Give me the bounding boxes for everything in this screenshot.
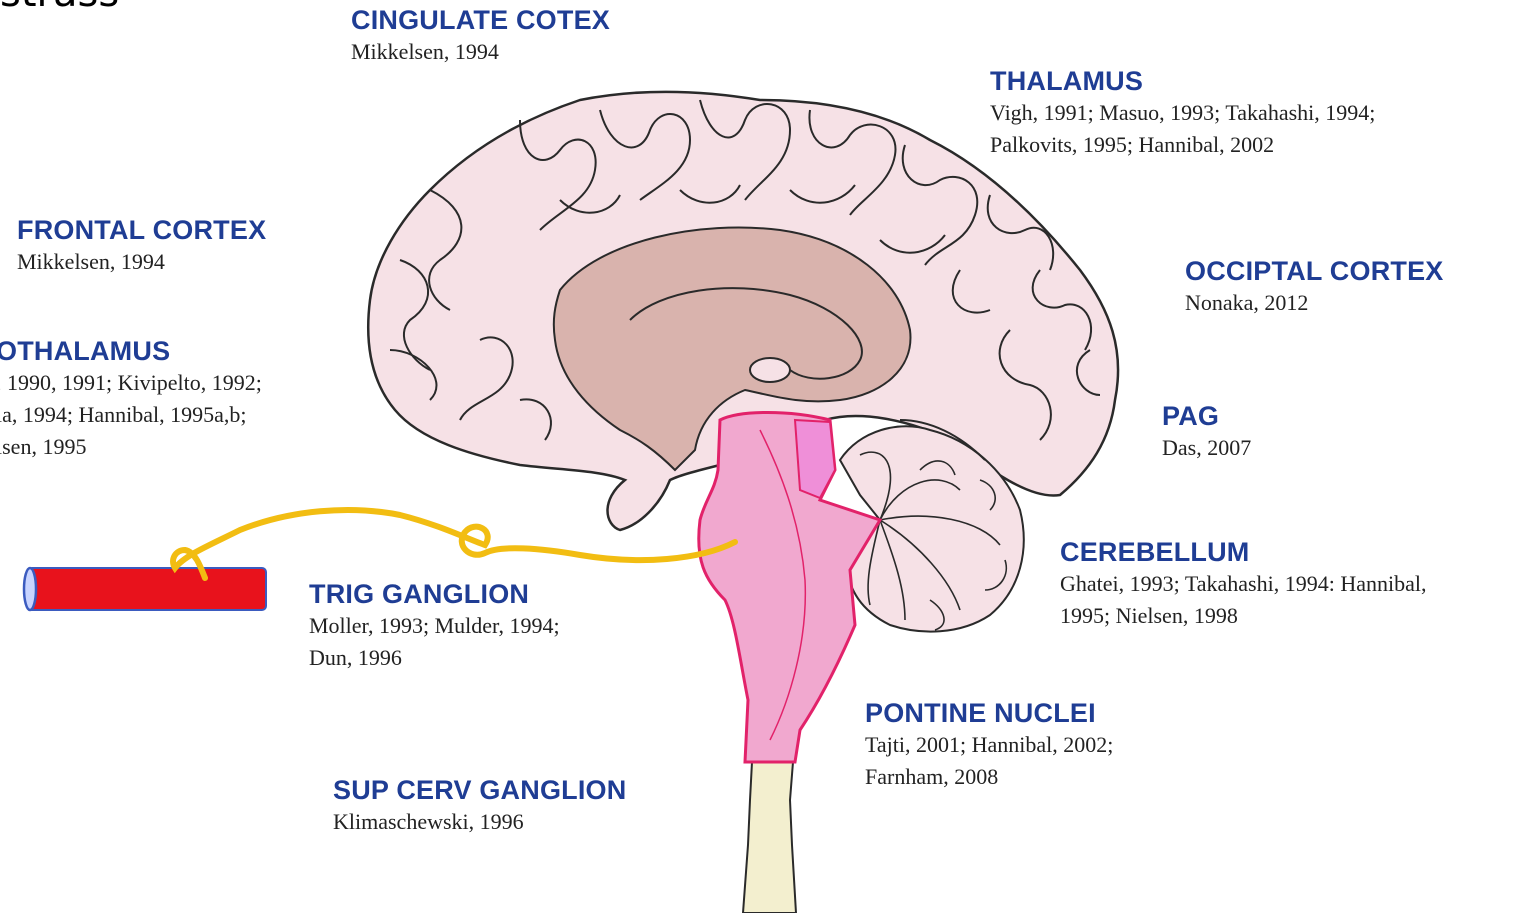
label-title: THALAMUS [990, 65, 1375, 97]
blood-vessel [28, 568, 266, 610]
inner-nucleus [750, 358, 790, 382]
label-title: TRIG GANGLION [309, 578, 560, 610]
label-hypothalamus: OTHALAMUS , 1990, 1991; Kivipelto, 1992;… [0, 335, 262, 463]
label-citation: Vigh, 1991; Masuo, 1993; Takahashi, 1994… [990, 97, 1375, 129]
label-cingulate: CINGULATE COTEX Mikkelsen, 1994 [351, 4, 610, 68]
label-citation: Dun, 1996 [309, 642, 560, 674]
label-pontine-nuclei: PONTINE NUCLEI Tajti, 2001; Hannibal, 20… [865, 697, 1113, 793]
label-citation: 1995; Nielsen, 1998 [1060, 600, 1426, 632]
label-citation: Moller, 1993; Mulder, 1994; [309, 610, 560, 642]
label-citation: Ghatei, 1993; Takahashi, 1994: Hannibal, [1060, 568, 1426, 600]
label-title: PONTINE NUCLEI [865, 697, 1113, 729]
label-title: PAG [1162, 400, 1251, 432]
label-cerebellum: CEREBELLUM Ghatei, 1993; Takahashi, 1994… [1060, 536, 1426, 632]
label-citation: Das, 2007 [1162, 432, 1251, 464]
label-title: FRONTAL CORTEX [17, 214, 266, 246]
label-title: CINGULATE COTEX [351, 4, 610, 36]
label-citation: , 1990, 1991; Kivipelto, 1992; [0, 367, 262, 399]
label-citation: Klimaschewski, 1996 [333, 806, 626, 838]
label-citation: Mikkelsen, 1994 [17, 246, 266, 278]
label-citation: la, 1994; Hannibal, 1995a,b; [0, 399, 262, 431]
pag-region [795, 420, 835, 498]
label-occipital-cortex: OCCIPTAL CORTEX Nonaka, 2012 [1185, 255, 1444, 319]
label-citation: Farnham, 2008 [865, 761, 1113, 793]
spinal-cord [743, 762, 796, 913]
label-citation: Nonaka, 2012 [1185, 287, 1444, 319]
label-trig-ganglion: TRIG GANGLION Moller, 1993; Mulder, 1994… [309, 578, 560, 674]
label-title: OCCIPTAL CORTEX [1185, 255, 1444, 287]
label-citation: lsen, 1995 [0, 431, 262, 463]
label-frontal-cortex: FRONTAL CORTEX Mikkelsen, 1994 [17, 214, 266, 278]
label-title: OTHALAMUS [0, 335, 262, 367]
label-title: CEREBELLUM [1060, 536, 1426, 568]
label-citation: Mikkelsen, 1994 [351, 36, 610, 68]
label-pag: PAG Das, 2007 [1162, 400, 1251, 464]
label-thalamus: THALAMUS Vigh, 1991; Masuo, 1993; Takaha… [990, 65, 1375, 161]
label-title: SUP CERV GANGLION [333, 774, 626, 806]
blood-vessel-end [24, 568, 36, 610]
label-sup-cerv-ganglion: SUP CERV GANGLION Klimaschewski, 1996 [333, 774, 626, 838]
label-citation: Palkovits, 1995; Hannibal, 2002 [990, 129, 1375, 161]
label-citation: Tajti, 2001; Hannibal, 2002; [865, 729, 1113, 761]
